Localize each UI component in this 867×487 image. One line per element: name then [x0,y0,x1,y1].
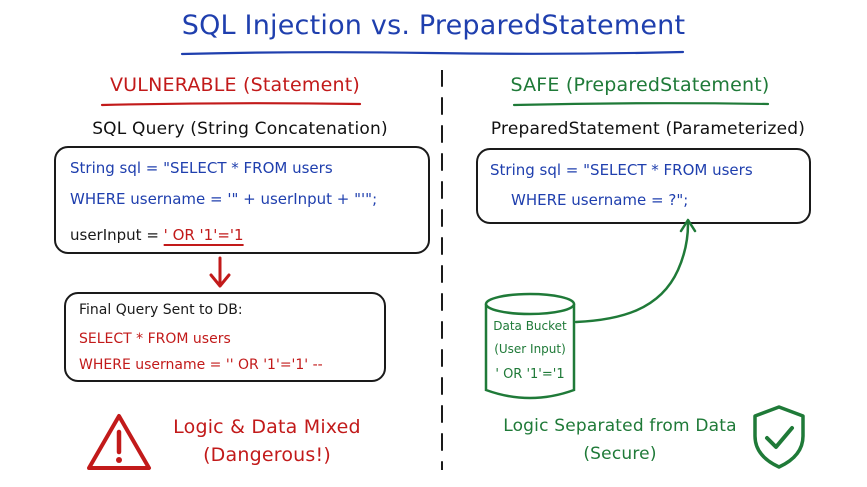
vulnerable-heading-underline [100,102,362,107]
safe-conclusion-line-1: Logic Separated from Data [503,416,737,436]
safe-code-box [476,148,811,224]
vulnerable-conclusion-line-2: (Dangerous!) [203,444,331,466]
final-query-line-1: SELECT * FROM users [79,331,231,347]
center-divider [441,70,443,470]
data-bucket-label: Data Bucket [493,319,567,333]
final-query-title: Final Query Sent to DB: [79,302,243,318]
data-bucket-connector-arrow [574,218,697,324]
final-query-line-2: WHERE username = '' OR '1'='1' -- [79,357,323,373]
vulnerable-code-line-3: userInput = ' OR '1'='1 [70,228,244,243]
data-bucket-cylinder-icon [484,292,576,400]
vulnerable-conclusion-line-1: Logic & Data Mixed [173,416,361,438]
data-bucket-sublabel: (User Input) [494,342,566,356]
safe-code-line-2: WHERE username = ?"; [511,191,689,209]
vulnerable-code-line-2: WHERE username = '" + userInput + "'"; [70,190,378,208]
vulnerable-heading: VULNERABLE (Statement) [109,74,360,96]
shield-check-icon [753,405,805,469]
vulnerable-code-line-1: String sql = "SELECT * FROM users [70,159,333,177]
safe-heading: SAFE (PreparedStatement) [510,74,770,96]
diagram-title: SQL Injection vs. PreparedStatement [181,10,686,41]
vulnerable-code-box [54,146,430,254]
final-query-box [64,292,386,382]
warning-triangle-icon [87,414,151,470]
vulnerable-subheading: SQL Query (String Concatenation) [92,119,388,139]
user-input-assignment: userInput = [70,226,164,244]
safe-heading-underline [512,102,770,107]
safe-code-line-1: String sql = "SELECT * FROM users [490,161,753,179]
arrow-down-icon [209,256,231,288]
injection-payload: ' OR '1'='1 [163,226,244,244]
title-underline [180,50,685,56]
safe-conclusion-line-2: (Secure) [583,444,657,464]
safe-subheading: PreparedStatement (Parameterized) [490,119,806,139]
data-bucket-value: ' OR '1'='1 [495,367,565,382]
